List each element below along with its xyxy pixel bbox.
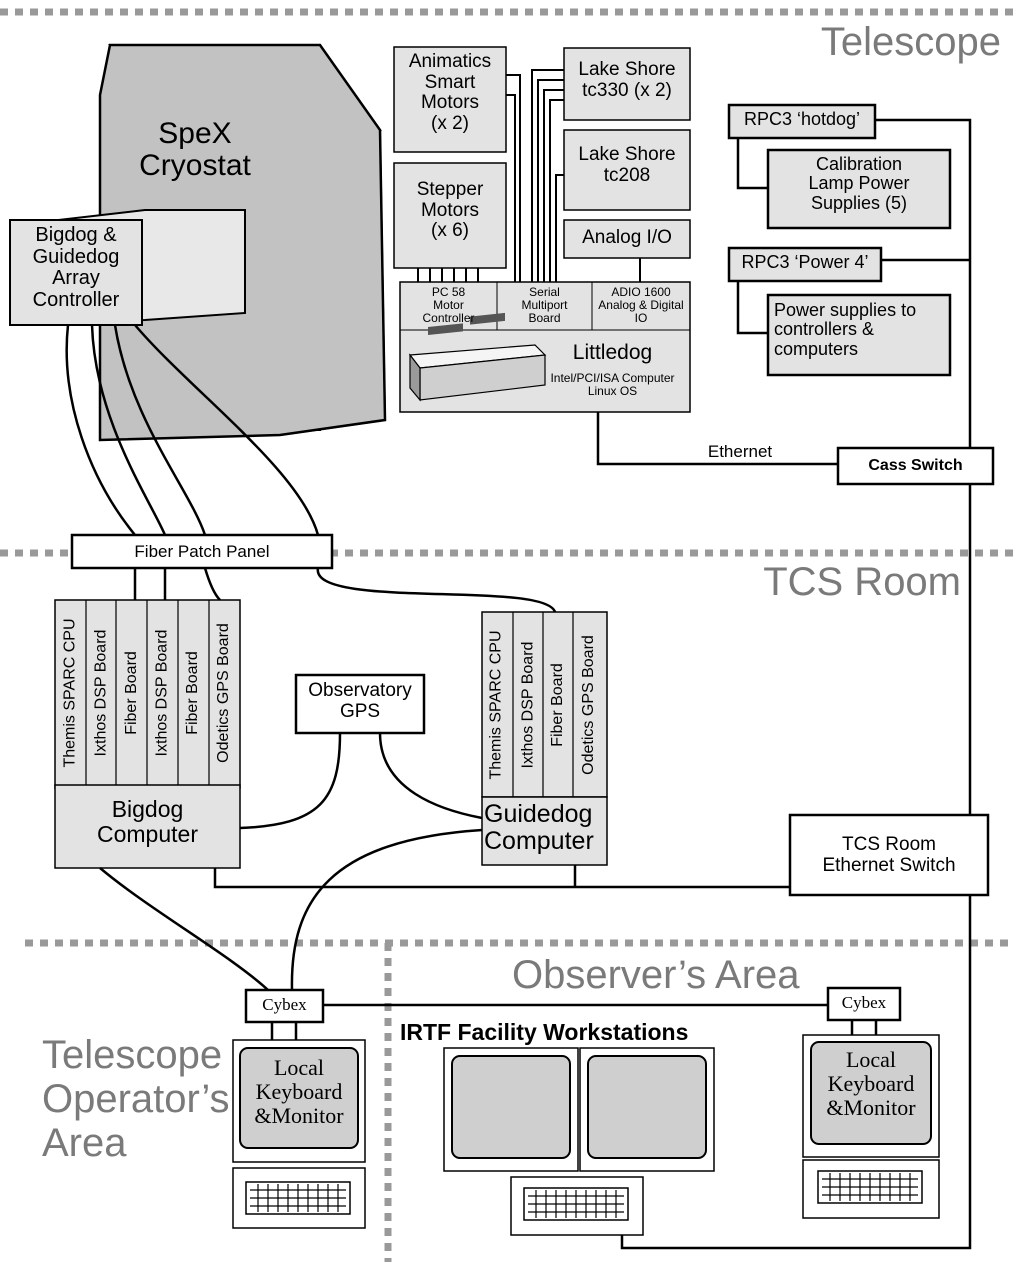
bigdog-board-2: Ixthos DSP Board <box>92 629 110 756</box>
workstation-2-screen <box>587 1055 707 1159</box>
stepper-box <box>393 162 507 269</box>
fiber-patch-panel-label: Fiber Patch Panel <box>134 542 270 561</box>
hotdog-to-calibration <box>736 138 768 190</box>
cybex-left-label: Cybex <box>262 995 307 1014</box>
observers-area-label: Observer’s Area <box>512 953 800 997</box>
tcs-switch-box <box>788 813 990 897</box>
fiber-cable-3 <box>113 324 207 536</box>
guidedog-board-1: Themis SPARC CPU <box>488 629 505 780</box>
guidedog-board-2: Ixthos DSP Board <box>519 641 537 768</box>
guidedog-computer-box <box>481 796 608 866</box>
patch-to-guidedog-cable <box>316 567 557 613</box>
bigdog-to-cybex <box>99 867 269 991</box>
littledog-computer-icon <box>408 312 547 402</box>
operators-area-label: Telescope Operator’s Area <box>42 1033 230 1165</box>
gps-to-guidedog <box>378 732 483 820</box>
fiber-patch-panel-box <box>70 533 334 570</box>
bigdog-board-5: Fiber Board <box>184 650 201 735</box>
observatory-gps-box <box>294 673 426 735</box>
tcs-ethernet-bus <box>213 865 790 889</box>
fiber-cable-1 <box>65 324 136 536</box>
bigdog-board-6: Odetics GPS Board <box>215 622 232 763</box>
calibration-box <box>766 148 952 230</box>
keyboard-right-keys <box>822 1173 918 1201</box>
workstation-1-screen <box>451 1055 571 1159</box>
bigdog-computer-box <box>54 784 241 869</box>
power4-to-supplies <box>736 281 768 335</box>
lakeshore330-wires <box>531 69 564 282</box>
guidedog-boards-box <box>481 611 608 798</box>
lakeshore330-box <box>563 47 691 121</box>
littledog-title: Littledog <box>572 341 653 364</box>
array-controller-box <box>9 219 143 326</box>
power-supplies-box <box>766 293 952 377</box>
lakeshore208-box <box>563 129 691 211</box>
rpc3-power4-label: RPC3 ‘Power 4’ <box>741 252 869 272</box>
gps-to-bigdog <box>239 732 342 830</box>
animatics-box <box>393 46 507 153</box>
bigdog-board-3: Fiber Board <box>123 650 140 735</box>
workstation-keyboard-keys <box>528 1190 624 1218</box>
telescope-area-label: Telescope <box>820 20 1001 64</box>
monitor-left-screen <box>239 1047 359 1149</box>
keyboard-left-keys <box>250 1184 346 1212</box>
cryostat-label: SpeX Cryostat <box>139 117 251 183</box>
fiber-cable-2 <box>90 324 167 536</box>
bigdog-board-1: Themis SPARC CPU <box>62 617 79 768</box>
patch-to-bigdog-cables <box>133 567 221 601</box>
power-bus-line <box>875 118 972 448</box>
animatics-wires <box>506 74 521 282</box>
cass-switch-label: Cass Switch <box>868 457 963 474</box>
stepper-wires <box>417 268 479 282</box>
rpc3-power4-box <box>727 246 883 283</box>
tcs-to-workstations-line <box>620 895 972 1250</box>
rpc3-hotdog-box <box>727 103 877 140</box>
irtf-workstations-label: IRTF Facility Workstations <box>400 1019 689 1045</box>
monitor-right-screen <box>810 1041 932 1145</box>
littledog-ethernet-line <box>596 412 838 466</box>
tcs-room-area-label: TCS Room <box>763 560 961 604</box>
cybex-right-label: Cybex <box>841 993 887 1012</box>
rpc3-hotdog-label: RPC3 ‘hotdog’ <box>743 109 861 129</box>
lakeshore208-wire <box>555 174 564 282</box>
analog-io-box <box>563 219 691 259</box>
guidedog-board-3: Fiber Board <box>549 662 566 747</box>
bigdog-board-4: Ixthos DSP Board <box>153 629 171 756</box>
cass-switch-box <box>836 446 995 486</box>
guidedog-to-cybex <box>290 828 483 991</box>
cybex-left-box <box>244 988 325 1024</box>
cybex-right-box <box>826 986 902 1022</box>
guidedog-board-4: Odetics GPS Board <box>580 634 597 775</box>
fiber-cable-4 <box>134 324 320 536</box>
ethernet-label: Ethernet <box>707 442 773 461</box>
analog-io-label: Analog I/O <box>582 227 672 248</box>
